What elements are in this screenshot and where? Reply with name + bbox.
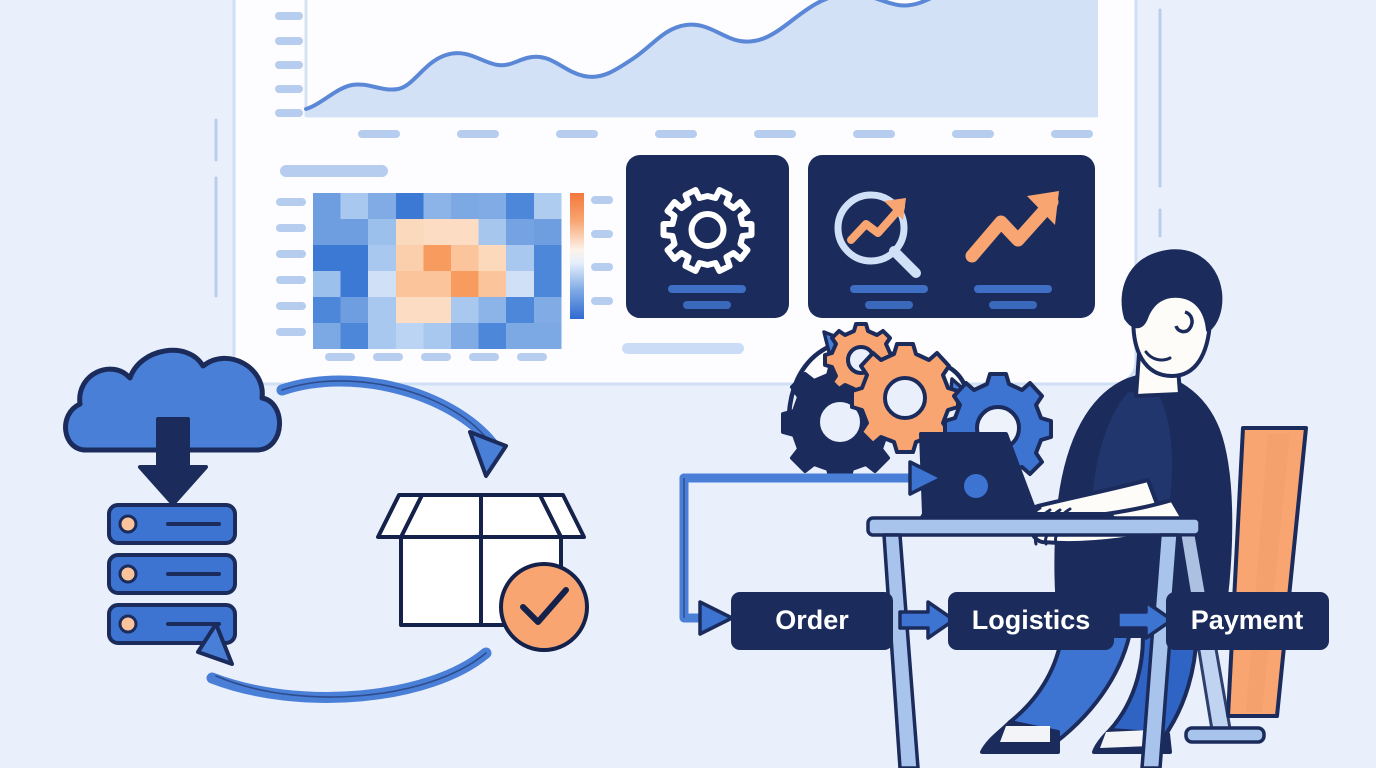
card-line-secondary [683,301,731,309]
desk-foot [1184,726,1266,744]
card-line-secondary [989,301,1037,309]
arrowhead-to-order [698,600,734,636]
ear [1174,310,1194,334]
heatmap-chart [276,165,744,361]
step-order[interactable]: Order [731,592,893,650]
card-line-primary [974,285,1052,293]
dashboard-cards [626,155,1095,318]
step-logistics-label: Logistics [972,605,1091,635]
analysis-card[interactable] [808,155,971,318]
decor-vertical-lines [214,8,1162,298]
search-trend-icon [834,191,921,278]
mouth [1144,350,1172,362]
desk-leg-right [1140,533,1180,768]
heatmap-footer-placeholder [622,343,744,354]
connector-elbow-to-order [679,460,944,636]
trend-arrow-icon [965,191,1059,263]
download-arrow-icon [138,417,208,506]
card-line-secondary [865,301,913,309]
cycle-arrow-bottom [196,622,492,703]
step-payment-label: Payment [1191,605,1304,635]
server-unit [107,603,237,645]
connector-logistics-to-payment [1116,600,1174,640]
heatmap-title-placeholder [280,165,388,177]
area-chart-fill [306,0,1098,117]
card-line-primary [850,285,928,293]
cloud-icon [63,347,282,453]
package-box-icon [376,493,589,652]
area-chart-x-ticks [358,130,1093,138]
server-unit [107,553,237,595]
card-line-primary [668,285,746,293]
step-payment[interactable]: Payment [1166,592,1329,650]
area-chart-y-ticks [275,12,303,117]
step-order-label: Order [775,605,849,635]
heatmap-x-ticks [325,353,547,361]
cycle-arrow-top [276,375,508,478]
desk-leg-left [882,533,920,768]
gear-large-orange-icon [850,342,960,454]
growth-card[interactable] [932,155,1095,318]
gear-icon [660,187,755,274]
hair [1121,249,1223,332]
check-circle-icon [499,562,589,652]
step-logistics[interactable]: Logistics [948,592,1114,650]
settings-card[interactable] [626,155,789,318]
server-unit [107,503,237,545]
connector-order-to-logistics [898,600,956,640]
area-chart [275,0,1098,138]
desk [866,516,1266,768]
analytics-dashboard-panel [232,0,1138,386]
heatmap-cells [313,193,562,349]
server-stack-icon [107,503,237,645]
laptop-logo-icon [964,474,988,498]
arrowhead-to-laptop [908,460,944,496]
heatmap-y-ticks [276,198,306,336]
area-chart-line [304,0,1002,111]
heatmap-colorbar [570,193,613,319]
